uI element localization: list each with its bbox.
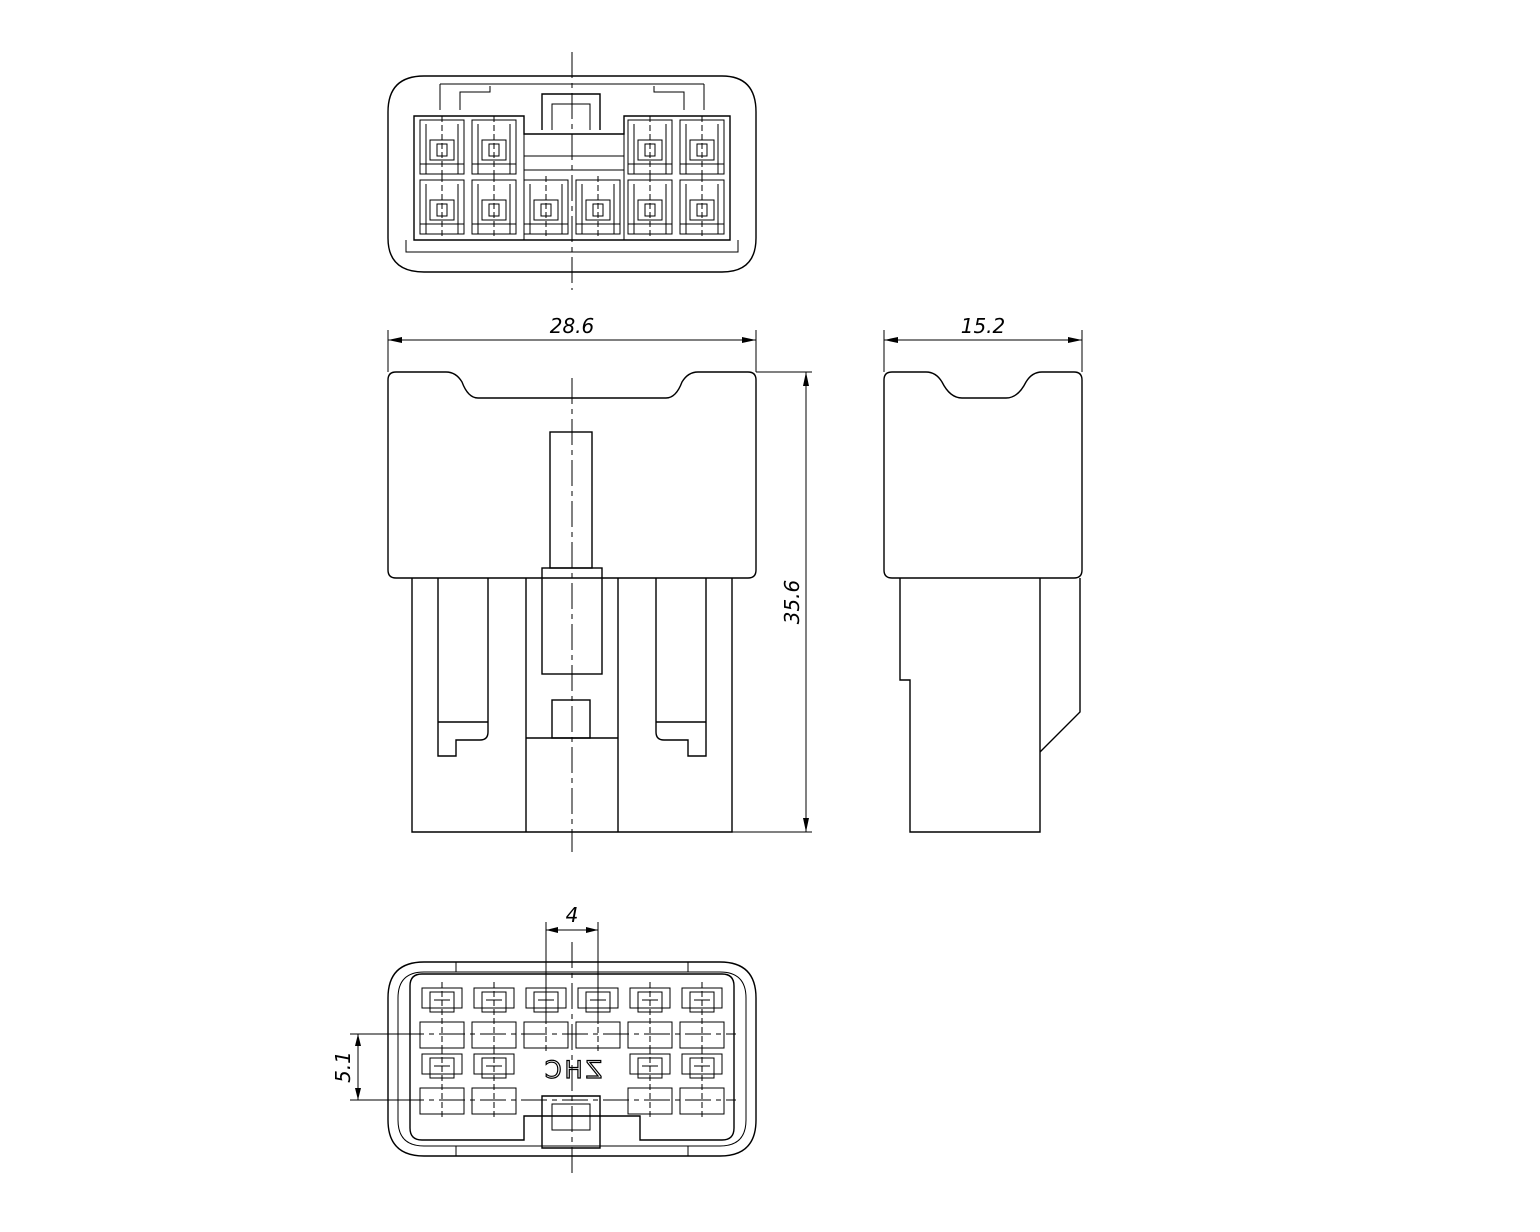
top-contact-cell [627,176,673,238]
dim-height: 35.6 [732,371,812,833]
front-view [387,371,757,852]
side-view [883,371,1083,833]
bottom-contact-cell [627,982,673,1054]
dim-pin-pitch-label: 4 [566,903,579,927]
dim-front-width: 28.6 [387,314,757,372]
top-contact-cell [523,176,569,238]
bottom-view: ZHC [387,942,757,1176]
dim-pin-pitch: 4 [545,903,599,1020]
top-contact-cell [419,176,465,238]
bottom-contact-cell [419,982,465,1054]
bottom-contact-cell [419,1048,465,1120]
top-view [387,52,757,290]
top-contact-cell [679,176,725,238]
bottom-contact-cell [471,982,517,1054]
top-contact-cell [627,116,673,178]
top-contact-cell [471,116,517,178]
bottom-contact-cell [471,1048,517,1120]
dim-side-width-label: 15.2 [961,314,1006,338]
bottom-contact-cell [627,1048,673,1120]
top-contact-cells [419,116,725,238]
dim-side-width: 15.2 [883,314,1083,372]
bottom-contact-cell [679,982,725,1054]
top-contact-cell [471,176,517,238]
dim-row-pitch: 5.1 [331,1033,410,1101]
dim-height-label: 35.6 [780,580,804,625]
top-contact-cell [575,176,621,238]
bottom-contact-cells [419,982,725,1120]
bottom-contact-cell [679,1048,725,1120]
dim-front-width-label: 28.6 [550,314,595,338]
top-contact-cell [419,116,465,178]
dim-row-pitch-label: 5.1 [331,1051,355,1083]
top-contact-cell [679,116,725,178]
